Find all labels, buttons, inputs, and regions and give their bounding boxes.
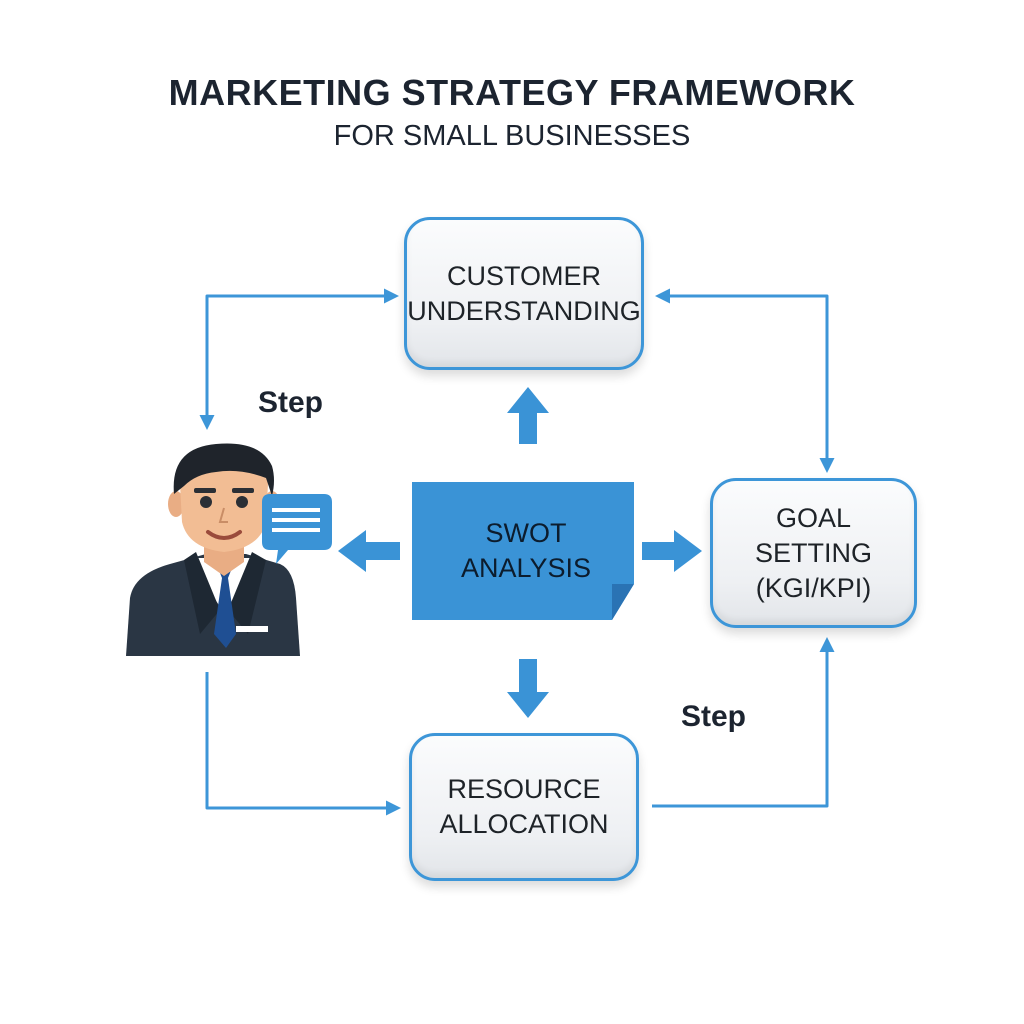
node-swot-analysis: SWOT ANALYSIS: [412, 482, 634, 620]
loop-arrow-resource-to-goal: [652, 637, 835, 808]
node-goal-label: GOAL SETTING (KGI/KPI): [754, 502, 872, 603]
node-goal-setting: GOAL SETTING (KGI/KPI): [710, 478, 917, 628]
loop-arrow-person-to-resource: [205, 672, 401, 816]
diagram-subtitle: FOR SMALL BUSINESSES: [333, 120, 691, 152]
step-label-right: Step: [681, 700, 747, 733]
block-arrow-down: [507, 659, 549, 718]
chat-bubble-icon: [262, 494, 332, 564]
loop-arrow-goal-to-customer: [655, 288, 829, 470]
diagram-title: MARKETING STRATEGY FRAMEWORK: [168, 72, 856, 113]
node-customer-label: CUSTOMER UNDERSTANDING: [407, 260, 641, 326]
block-arrow-up: [507, 387, 549, 444]
businessman-icon: [126, 443, 332, 656]
block-arrow-left: [338, 530, 400, 572]
block-arrow-right: [642, 530, 702, 572]
step-label-left: Step: [258, 386, 324, 419]
node-resource-allocation: RESOURCE ALLOCATION: [409, 733, 639, 881]
node-resource-label: RESOURCE ALLOCATION: [439, 774, 609, 839]
node-customer-understanding: CUSTOMER UNDERSTANDING: [404, 217, 644, 370]
node-swot-label: SWOT ANALYSIS: [460, 518, 592, 583]
